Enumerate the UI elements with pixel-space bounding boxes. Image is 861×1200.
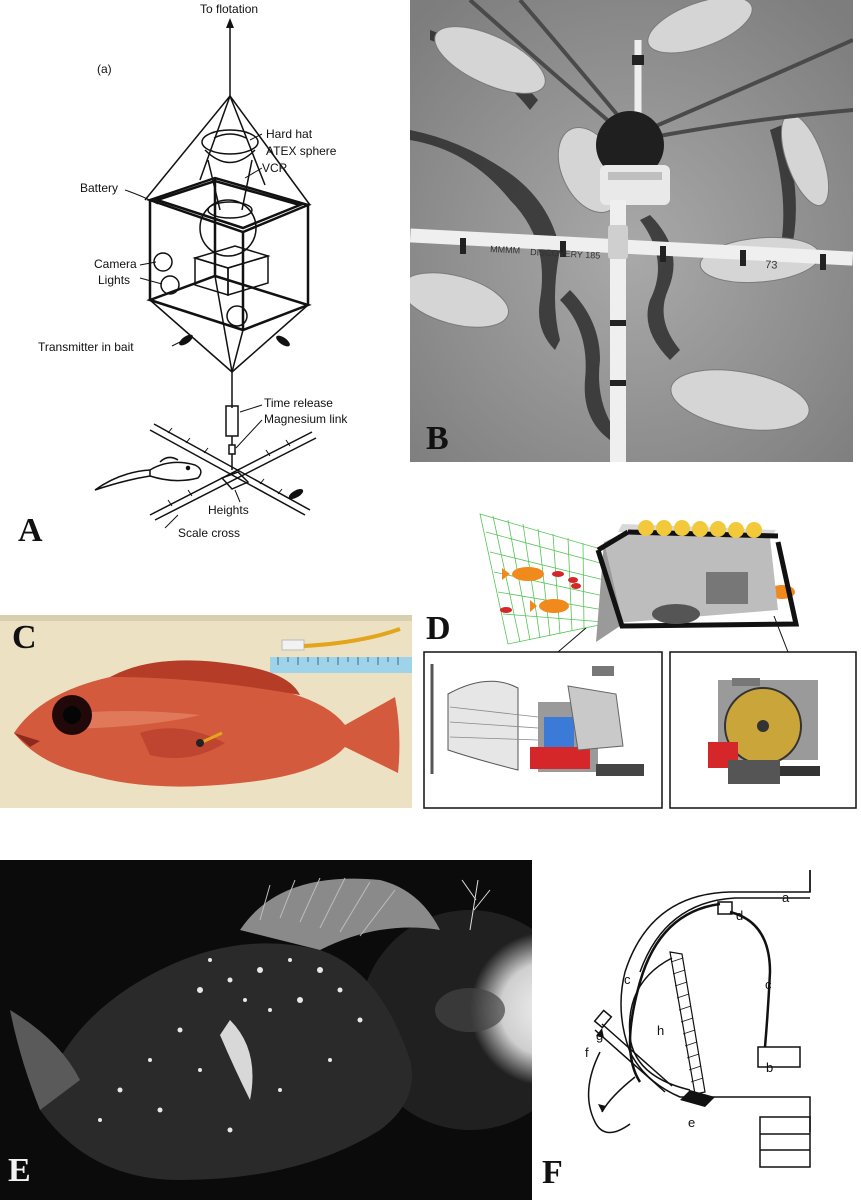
panel-b-letter: B	[426, 420, 449, 457]
extend-arrow-icon	[596, 1028, 604, 1038]
flotation-arrow-icon	[226, 18, 234, 28]
lander-photo-svg: MMMM DISCOVERY 185 73	[410, 0, 853, 462]
lower-bridle	[149, 275, 309, 373]
part-h: h	[657, 1023, 664, 1038]
label-scale-cross: Scale cross	[178, 526, 240, 540]
dorsal-fin-rays	[259, 877, 396, 937]
rockfish-body	[14, 673, 400, 787]
label-atex-sphere: ATEX sphere	[266, 144, 337, 158]
cable-right	[729, 910, 772, 1048]
part-f: f	[585, 1045, 589, 1060]
pipe-number: 73	[765, 259, 778, 272]
vcr-sphere	[199, 199, 257, 257]
connector-left	[557, 627, 587, 653]
label-lights: Lights	[98, 273, 130, 287]
transmitter-bottom-icon	[288, 488, 304, 500]
label-magnesium-link: Magnesium link	[264, 412, 348, 426]
dorsal-fin	[110, 660, 300, 695]
coral	[461, 879, 491, 931]
hatched-window	[669, 951, 706, 1095]
leader-lines	[124, 133, 263, 529]
fish-sketch	[94, 456, 202, 491]
panel-b-lander-photo: MMMM DISCOVERY 185 73 B	[410, 0, 853, 462]
panel-c-letter: C	[12, 619, 37, 656]
unit-b	[757, 1046, 801, 1068]
pipe-text-1: DISCOVERY 185	[530, 247, 601, 261]
scale-cross-ticks	[167, 427, 291, 507]
panel-f-letter: F	[542, 1154, 563, 1191]
grouper-body	[40, 943, 412, 1180]
base-e	[680, 1090, 715, 1107]
label-sub-a: (a)	[97, 62, 112, 76]
part-b: b	[766, 1060, 773, 1075]
panel-a-lander-diagram: To flotation (a)	[0, 0, 405, 550]
part-e: e	[688, 1115, 695, 1130]
net	[479, 513, 605, 645]
subview-left-mechanism	[430, 664, 644, 776]
panel-d-letter: D	[426, 610, 451, 647]
rotation-arrow-icon	[598, 1104, 606, 1112]
panel-e-letter: E	[8, 1152, 31, 1189]
part-g: g	[596, 1028, 603, 1043]
arm-fg	[587, 1009, 673, 1134]
rockfish-mouth	[14, 733, 40, 747]
time-release-cylinder	[225, 405, 239, 437]
ruler-ticks	[277, 657, 399, 665]
grouper-svg	[0, 860, 532, 1200]
transmitter-right-icon	[276, 335, 290, 347]
part-a: a	[782, 890, 790, 905]
lander-frame	[146, 176, 312, 332]
panel-f-sampler-diagram: a b c c d e f g h F	[540, 862, 861, 1200]
scale-cross	[149, 423, 317, 521]
part-d: d	[736, 908, 743, 923]
ruler	[270, 657, 412, 673]
label-camera: Camera	[94, 257, 137, 271]
cable-left	[628, 902, 721, 1083]
magnesium-link	[228, 444, 236, 455]
grouper-spots	[98, 958, 363, 1133]
lander-diagram-svg: To flotation (a)	[38, 2, 348, 540]
label-hard-hat: Hard hat	[266, 127, 313, 141]
label-heights: Heights	[208, 503, 249, 517]
subview-right-mechanism	[708, 678, 820, 784]
grouper-tail	[10, 1010, 80, 1110]
tag	[281, 639, 305, 651]
red-fish	[500, 571, 581, 613]
battery-box	[192, 245, 271, 297]
scale-cross-pipes	[410, 200, 853, 462]
transmitter-left-icon	[179, 334, 193, 346]
pectoral-fin	[220, 1020, 253, 1100]
label-flotation: To flotation	[200, 2, 258, 16]
pipe-text-2: MMMM	[490, 244, 520, 256]
label-transmitter: Transmitter in bait	[38, 340, 134, 354]
label-vcr: VCR	[262, 161, 288, 175]
connector-right	[773, 615, 789, 653]
part-c-left: c	[624, 972, 631, 987]
sampler-diagram-svg: a b c c d e f g h	[585, 870, 811, 1168]
panel-e-grouper-photo: E	[0, 860, 532, 1200]
hard-hat-atex-sphere	[201, 129, 259, 219]
trap-render-svg	[423, 513, 857, 809]
camera-housing	[596, 40, 670, 205]
window-hatching	[670, 957, 704, 1083]
connector-d	[717, 901, 733, 915]
label-time-release: Time release	[264, 396, 333, 410]
rockfish-svg	[0, 615, 412, 808]
pectoral-fin	[140, 728, 225, 759]
label-battery: Battery	[80, 181, 118, 195]
trap-frame	[595, 520, 800, 642]
hull-outline	[620, 870, 811, 1168]
tag-tether	[303, 627, 401, 648]
tag-insertion	[199, 731, 223, 745]
panel-d-trap-render: D	[418, 502, 861, 810]
panel-c-rockfish-photo: C	[0, 615, 412, 808]
part-c-right: c	[765, 977, 772, 992]
panel-a-letter: A	[18, 512, 43, 549]
